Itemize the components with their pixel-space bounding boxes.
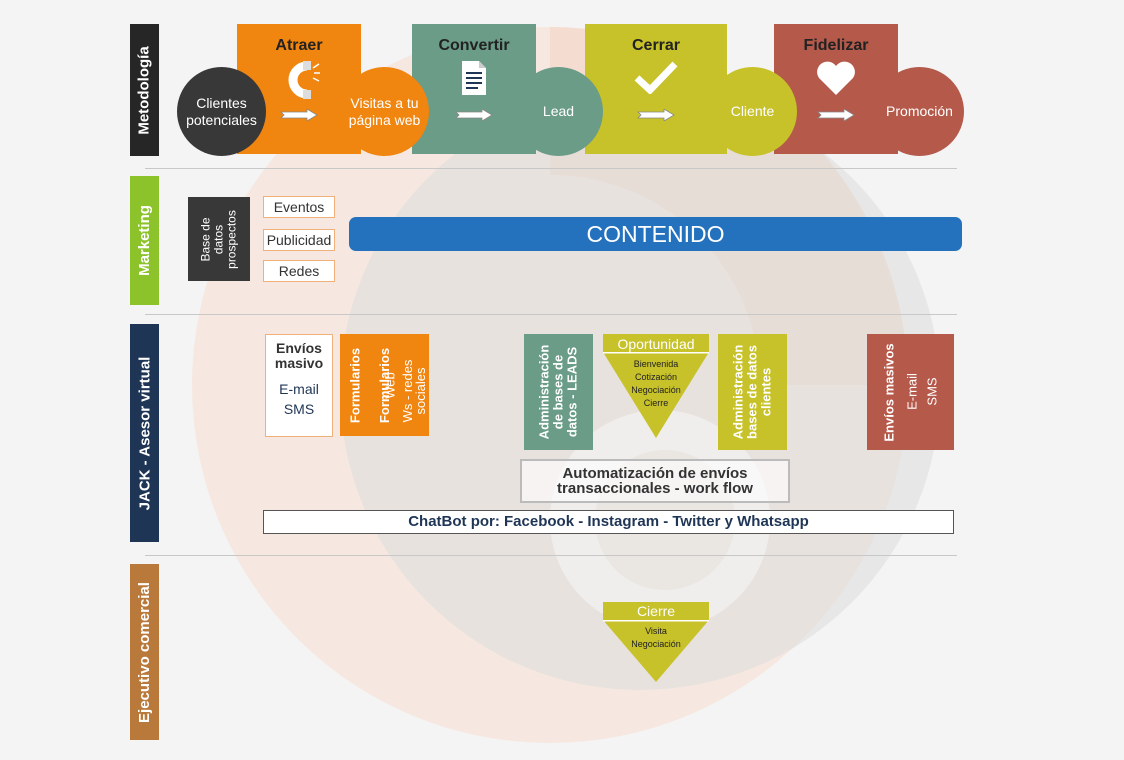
oportunidad-funnel: [603, 334, 709, 438]
chatbot-bar: ChatBot por: Facebook - Instagram - Twit…: [263, 510, 954, 534]
magnet-icon: [288, 61, 320, 99]
arrow-icon: [817, 109, 855, 121]
envios-item-sms: SMS: [283, 401, 315, 417]
formularios-box: Formularios: [340, 334, 429, 436]
checkmark-icon: [634, 61, 678, 94]
cierre-funnel: [603, 602, 709, 682]
envios-masivo-title: Envíos masivo: [274, 340, 324, 371]
circle-clientes-potenciales: Clientes potenciales: [177, 67, 266, 156]
document-icon: [462, 61, 486, 95]
stage-convertir: Convertir: [412, 24, 536, 154]
row-label-jack: JACK - Asesor virtual: [130, 324, 159, 542]
stage-cerrar: Cerrar: [585, 24, 727, 154]
automatizacion-box: Automatización de envíos transaccionales…: [520, 459, 790, 503]
stage-title: Fidelizar: [803, 37, 869, 54]
envios-masivos-email: E-mail: [904, 373, 920, 410]
circle-promocion: Promoción: [875, 67, 964, 156]
envios-masivos-box: Envíos masivos E-mail SMS: [867, 334, 954, 450]
circle-lead: Lead: [514, 67, 603, 156]
stage-fidelizar: Fidelizar: [774, 24, 898, 154]
row-divider: [145, 314, 957, 315]
circle-cliente: Cliente: [708, 67, 797, 156]
admin-leads-box: Administración de bases de datos - LEADS: [524, 334, 593, 450]
formularios-title-vertical: Formularios: [347, 347, 363, 424]
contenido-bar: CONTENIDO: [349, 217, 962, 251]
cierre-items: Visita Negociación: [603, 625, 709, 651]
channel-eventos: Eventos: [263, 196, 335, 218]
envios-masivo-box: Envíos masivo E-mail SMS: [265, 334, 333, 437]
stage-title: Atraer: [275, 37, 323, 54]
channel-publicidad: Publicidad: [263, 229, 335, 251]
cierre-title: Cierre: [636, 603, 676, 619]
envios-masivos-title: Envíos masivos: [881, 343, 897, 442]
row-label-ejecutivo: Ejecutivo comercial: [130, 564, 159, 740]
cierre-item: Negociación: [631, 639, 681, 649]
row-label-marketing: Marketing: [130, 176, 159, 305]
row-divider: [145, 555, 957, 556]
arrow-icon: [637, 109, 675, 121]
oportunidad-title: Oportunidad: [617, 336, 695, 352]
cierre-item: Visita: [645, 626, 667, 636]
admin-clientes-box: Administración bases de datos clientes: [718, 334, 787, 450]
oportunidad-items: Bienvenida Cotización Negociación Cierre: [603, 358, 709, 410]
row-label-metodologia: Metodología: [130, 24, 159, 156]
stage-title: Cerrar: [631, 37, 681, 54]
oportunidad-item: Negociación: [631, 385, 681, 395]
envios-masivos-sms: SMS: [924, 377, 940, 406]
heart-icon: [817, 61, 855, 95]
oportunidad-item: Bienvenida: [633, 359, 679, 369]
arrow-icon: [455, 109, 493, 121]
row-divider: [145, 168, 957, 169]
channel-redes: Redes: [263, 260, 335, 282]
oportunidad-item: Cotización: [634, 372, 678, 382]
arrow-icon: [280, 109, 318, 121]
envios-item-email: E-mail: [279, 381, 319, 397]
oportunidad-item: Cierre: [643, 398, 669, 408]
stage-title: Convertir: [438, 37, 510, 54]
circle-visitas-web: Visitas a tu página web: [340, 67, 429, 156]
base-datos-prospectos: Base de datos prospectos: [188, 197, 250, 281]
